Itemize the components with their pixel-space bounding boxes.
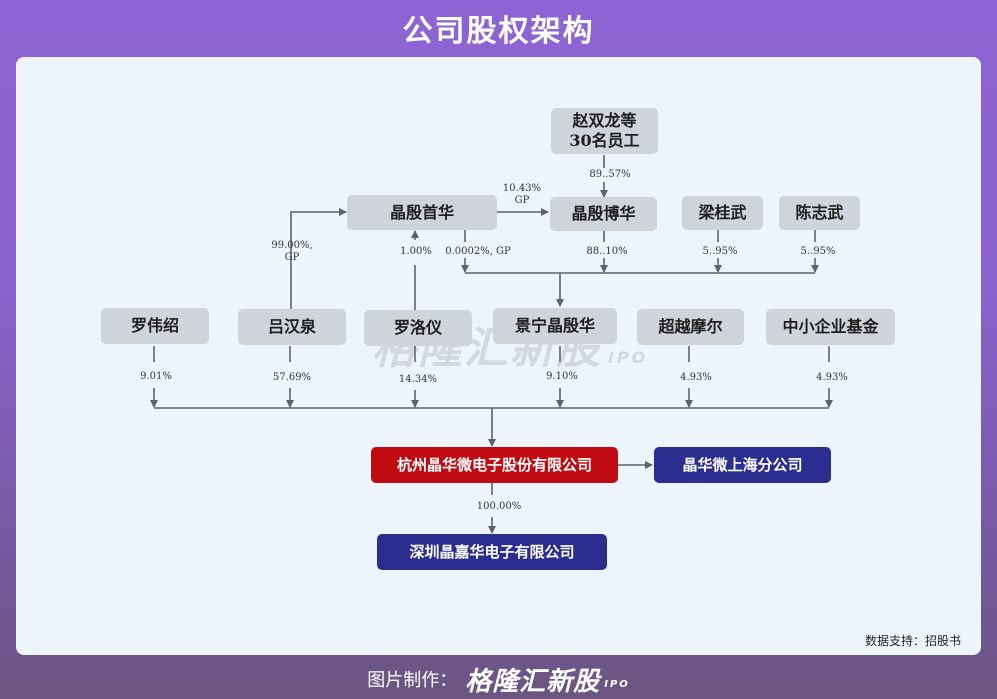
footer-brand-suffix: IPO — [604, 678, 630, 690]
pct-chaoyue: 4.93% — [680, 372, 712, 383]
node-jingyin-bohua: 晶殷博华 — [550, 197, 657, 231]
node-shenzhen-subsidiary: 深圳晶嘉华电子有限公司 — [377, 534, 607, 570]
node-jingning-jingyinhua: 景宁晶殷华 — [493, 308, 617, 344]
node-zhongxiao-fund: 中小企业基金 — [766, 309, 895, 345]
pct-lv-hanquan: 57.69% — [272, 372, 312, 383]
pct-liang-jingning: 5..95% — [702, 246, 738, 257]
footer: 图片制作： 格隆汇新股 IPO — [0, 659, 997, 699]
node-chaoyue-moore: 超越摩尔 — [637, 309, 744, 345]
node-jingyin-shouhua: 晶殷首华 — [347, 195, 497, 230]
node-chen-zhiwu: 陈志武 — [779, 196, 860, 230]
pct-bohua-jingning: 88..10% — [586, 246, 628, 257]
pct-zhongxiao: 4.93% — [816, 372, 848, 383]
data-source: 数据支持：招股书 — [864, 634, 961, 648]
pct-shouhua-jingning: 0.0002%, GP — [445, 246, 511, 257]
pct-lv-shouhua: 99.00%, GP — [271, 240, 313, 263]
pct-jingning: 9.10% — [546, 371, 578, 382]
node-shanghai-branch: 晶华微上海分公司 — [654, 447, 831, 483]
pct-luo-luoyi: 14.34% — [398, 374, 438, 385]
node-company: 杭州晶华微电子股份有限公司 — [371, 447, 618, 483]
pct-zhao-bohua: 89..57% — [589, 169, 631, 180]
pct-luoyi-shouhua: 1.00% — [400, 246, 432, 257]
page-title: 公司股权架构 — [402, 14, 595, 49]
pct-shouhua-bohua: 10.43% GP — [502, 183, 542, 206]
pct-luo-weishao: 9.01% — [140, 371, 172, 382]
footer-label: 图片制作： — [367, 670, 458, 691]
pct-company-shenzhen: 100.00% — [476, 501, 522, 512]
node-liang-guiwu: 梁桂武 — [682, 196, 763, 230]
node-luo-luoyi: 罗洛仪 — [364, 310, 472, 346]
footer-brand-logo: 格隆汇新股 — [465, 666, 601, 697]
edge-lv-shouhua — [290, 208, 347, 310]
node-lv-hanquan: 吕汉泉 — [238, 309, 346, 345]
node-zhao-employees: 赵双龙等 30名员工 — [551, 108, 658, 154]
pct-chen-jingning: 5..95% — [800, 246, 836, 257]
node-luo-weishao: 罗伟绍 — [101, 308, 209, 344]
